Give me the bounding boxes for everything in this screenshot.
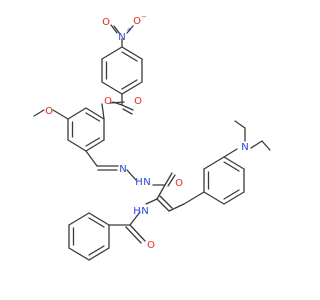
amide-nh-h-label: H	[133, 206, 141, 217]
molecule-structure: N + O O − O O O N N	[33, 13, 271, 261]
nitro-group: N + O O −	[102, 13, 147, 48]
methoxy-group: O	[33, 106, 69, 120]
methoxy-o-label: O	[45, 106, 53, 117]
hydrazone-n1-label: N	[119, 164, 126, 175]
nitro-o-charge: −	[141, 13, 147, 21]
ester-o-single-label: O	[104, 96, 112, 107]
diethylaminophenyl-ring	[183, 156, 245, 205]
nitro-n-label: N	[118, 32, 125, 43]
methoxyphenyl-ring	[67, 103, 105, 152]
nitro-o-left-label: O	[102, 17, 110, 28]
hydrazone-linker: N N H	[85, 150, 151, 188]
benzoyl-phenyl-ring	[68, 212, 110, 261]
ester-o-double-label: O	[134, 96, 142, 107]
nitro-n-charge: +	[126, 26, 132, 34]
acryloyl-backbone: O	[152, 172, 185, 212]
benzamide-carbonyl: O	[108, 224, 155, 251]
hydrazone-n2-label: N	[143, 177, 150, 188]
hydrazone-nh-h-label: H	[135, 177, 143, 188]
ester-group: O O	[104, 93, 142, 115]
diethylamino-n-label: N	[241, 142, 248, 153]
benzamide-nh: N H	[129, 198, 158, 226]
diethylamino-group: N	[223, 120, 271, 158]
amide-o-upper-label: O	[175, 178, 183, 189]
nitrobenzene-ring	[101, 46, 143, 95]
nitro-o-right-label: O	[133, 16, 141, 27]
amide-nh-n-label: N	[141, 206, 148, 217]
benzamide-o-label: O	[147, 240, 155, 251]
molecule-canvas: N + O O − O O O N N	[33, 13, 271, 261]
